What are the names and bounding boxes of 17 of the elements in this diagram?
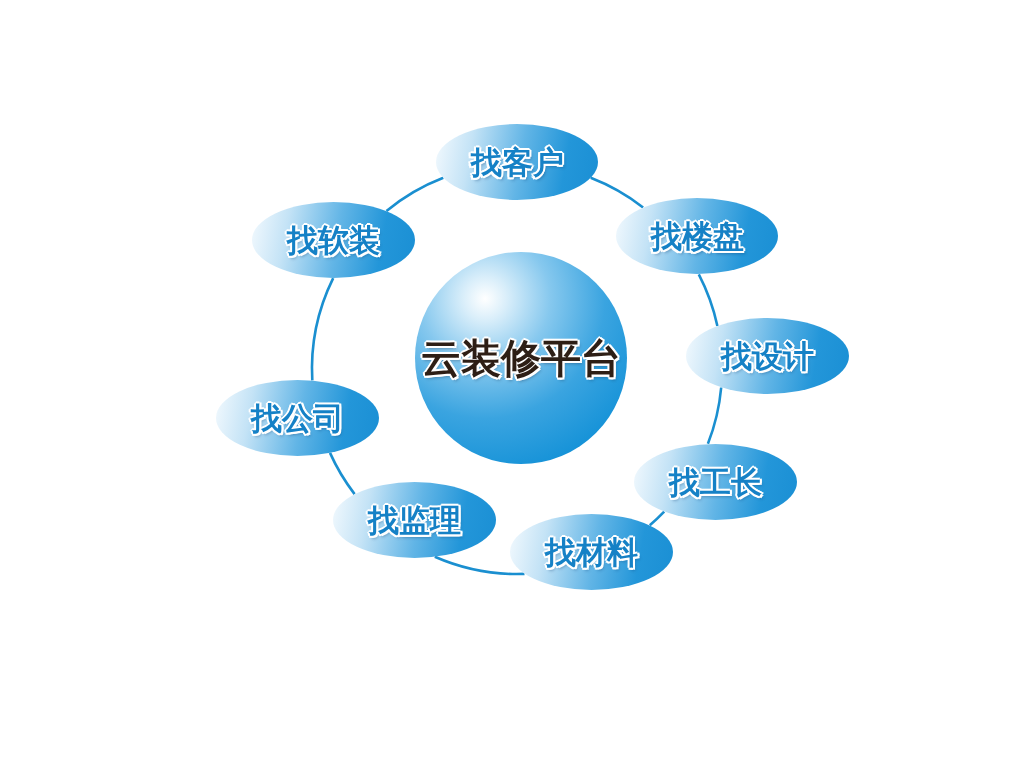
ring-connector xyxy=(385,176,444,212)
option-label: 找工长 xyxy=(669,464,762,500)
option-label: 找客户 xyxy=(470,144,564,180)
ring-connector xyxy=(697,273,719,327)
ring-connector xyxy=(434,555,525,576)
center-label: 云装修平台 xyxy=(421,336,621,380)
option-label: 找楼盘 xyxy=(650,218,744,254)
option-label: 找软装 xyxy=(287,222,380,258)
option-label: 找材料 xyxy=(545,534,638,570)
option-label: 找监理 xyxy=(368,502,461,538)
ring-connector xyxy=(311,277,335,381)
option-label: 找设计 xyxy=(721,338,814,374)
ring-connector xyxy=(648,510,666,527)
ring-connector xyxy=(706,387,723,445)
ring-connector xyxy=(328,452,356,495)
option-label: 找公司 xyxy=(251,400,344,436)
ring-connector xyxy=(590,176,644,209)
